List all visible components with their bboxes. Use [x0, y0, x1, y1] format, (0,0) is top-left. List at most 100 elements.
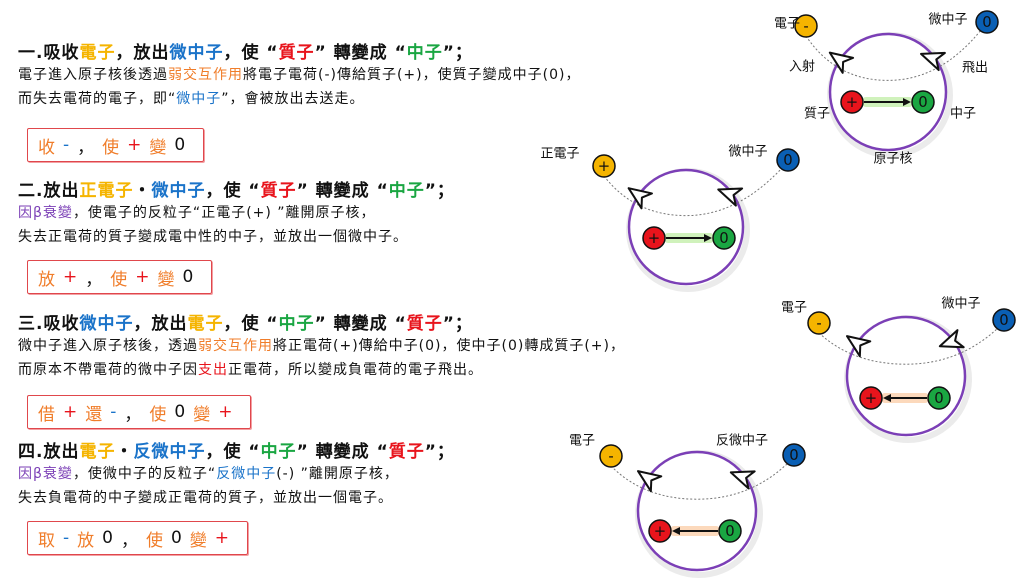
text-segment: 放 [77, 530, 97, 551]
text-segment: 弱交互作用 [198, 338, 273, 354]
text-segment: 反微中子 [216, 466, 277, 482]
text-segment: 使 [102, 137, 122, 158]
neutron-particle: 0 [712, 226, 736, 250]
section-3-heading: 三.吸收微中子，放出電子，使 “中子” 轉變成 “質子”； [18, 309, 473, 334]
text-segment: 正電荷，所以變成負電荷的電子飛出。 [228, 362, 483, 378]
proton-particle-symbol: + [846, 93, 858, 111]
text-segment: ， [120, 530, 140, 551]
text-segment: ，使 “ [205, 442, 261, 462]
section-4-line-1: 因β衰變，使微中子的反粒子“反微中子(-) ”離開原子核， [18, 463, 399, 483]
text-segment: 質子 [260, 181, 297, 201]
left-outer-particle-symbol: - [816, 314, 821, 332]
left-outer-particle-symbol: - [803, 17, 808, 35]
incoming-arrowhead-icon [845, 335, 872, 358]
text-segment: 因β衰變 [18, 205, 73, 221]
text-segment: 微中子 [169, 43, 224, 63]
right-outer-particle: 0 [782, 443, 806, 467]
section-1-line-2: 而失去電荷的電子，即“微中子”，會被放出去送走。 [18, 88, 365, 108]
text-segment: 電子 [79, 442, 116, 462]
text-segment: 借 [38, 404, 57, 425]
text-segment: + [135, 267, 152, 287]
text-segment: - [63, 135, 72, 155]
section-4-line-2: 失去負電荷的中子變成正電荷的質子，並放出一個電子。 [18, 487, 393, 507]
proton-label: 質子 [804, 107, 830, 122]
text-segment: ” 轉變成 “ [314, 314, 407, 334]
text-segment: 收 [38, 137, 57, 158]
nucleus-ring [828, 32, 948, 152]
text-segment: 電子進入原子核後透過 [18, 67, 168, 83]
right-outer-particle-symbol: 0 [999, 311, 1008, 329]
incoming-arrowhead-icon [828, 51, 855, 74]
nucleus-ring [636, 450, 758, 572]
proton-particle-symbol: + [648, 229, 660, 247]
section-1-line-1: 電子進入原子核後透過弱交互作用將電子電荷(-)傳給質子(+)，使質子變成中子(0… [18, 64, 580, 84]
text-segment: - [63, 528, 72, 548]
text-segment: ” 轉變成 “ [314, 43, 407, 63]
text-segment: 電子 [79, 43, 116, 63]
text-segment: 質子 [388, 442, 425, 462]
right-outer-particle: 0 [776, 148, 800, 172]
text-segment: 質子 [406, 314, 443, 334]
trajectory-path [610, 462, 789, 500]
text-segment: + [127, 135, 144, 155]
text-segment: ”； [442, 43, 473, 63]
text-segment: 0 [174, 135, 188, 155]
right-particle-label: 反微中子 [716, 434, 768, 449]
right-particle-label: 微中子 [728, 145, 767, 160]
text-segment: ”，會被放出去送走。 [221, 91, 365, 107]
left-outer-particle-symbol: + [598, 157, 610, 175]
right-outer-particle-symbol: 0 [783, 151, 792, 169]
text-segment: ・ [133, 181, 152, 201]
neutron-particle-circle [712, 226, 736, 250]
proton-particle-symbol: + [654, 522, 666, 540]
text-segment: 中子 [278, 314, 315, 334]
nucleus-label: 原子核 [873, 152, 912, 167]
right-outer-particle: 0 [992, 308, 1016, 332]
neutron-particle-circle [927, 386, 951, 410]
text-segment: ，使電子的反粒子“正電子(+) ”離開原子核， [72, 205, 376, 221]
text-segment: ，放出 [115, 43, 170, 63]
text-segment: ，使 “ [223, 43, 279, 63]
proton-particle-circle [859, 386, 883, 410]
left-outer-particle-circle [592, 154, 616, 178]
text-segment: 正電子 [79, 181, 134, 201]
text-segment: 微中子 [176, 91, 222, 107]
proton-particle-circle [642, 226, 666, 250]
proton-particle-circle [840, 90, 864, 114]
neutron-particle-circle [718, 519, 742, 543]
text-segment: 電子 [187, 314, 224, 334]
right-outer-particle-circle [776, 148, 800, 172]
text-segment: 反微中子 [133, 442, 206, 462]
left-outer-particle-circle [794, 14, 818, 38]
text-segment: 弱交互作用 [168, 67, 243, 83]
text-segment: 失去負電荷的中子變成正電荷的質子，並放出一個電子。 [18, 490, 393, 506]
section-2-line-1: 因β衰變，使電子的反粒子“正電子(+) ”離開原子核， [18, 202, 376, 222]
section-2-line-2: 失去正電荷的質子變成電中性的中子，並放出一個微中子。 [18, 226, 408, 246]
right-outer-particle: 0 [975, 10, 999, 34]
neutron-particle-symbol: 0 [918, 93, 927, 111]
text-segment: 微中子 [151, 181, 206, 201]
incoming-label: 入射 [789, 59, 815, 75]
left-outer-particle: - [599, 444, 623, 468]
proton-particle: + [648, 519, 672, 543]
text-segment: ， [77, 137, 97, 158]
text-segment: + [214, 528, 232, 548]
text-segment: 使 [110, 269, 130, 290]
neutron-particle-symbol: 0 [934, 389, 943, 407]
proton-particle: + [642, 226, 666, 250]
text-segment: 放 [38, 269, 57, 290]
arrow-left-icon [672, 527, 680, 535]
text-segment: 一.吸收 [18, 43, 80, 63]
text-segment: 三.吸收 [18, 314, 80, 334]
arrow-right-icon [704, 234, 712, 242]
text-segment: 變 [149, 137, 169, 158]
left-particle-label: 電子 [781, 301, 807, 316]
text-segment: 使 [149, 404, 169, 425]
left-outer-particle-circle [599, 444, 623, 468]
text-segment: - [110, 402, 119, 422]
right-outer-particle-circle [782, 443, 806, 467]
incoming-arrowhead-icon [636, 470, 663, 493]
